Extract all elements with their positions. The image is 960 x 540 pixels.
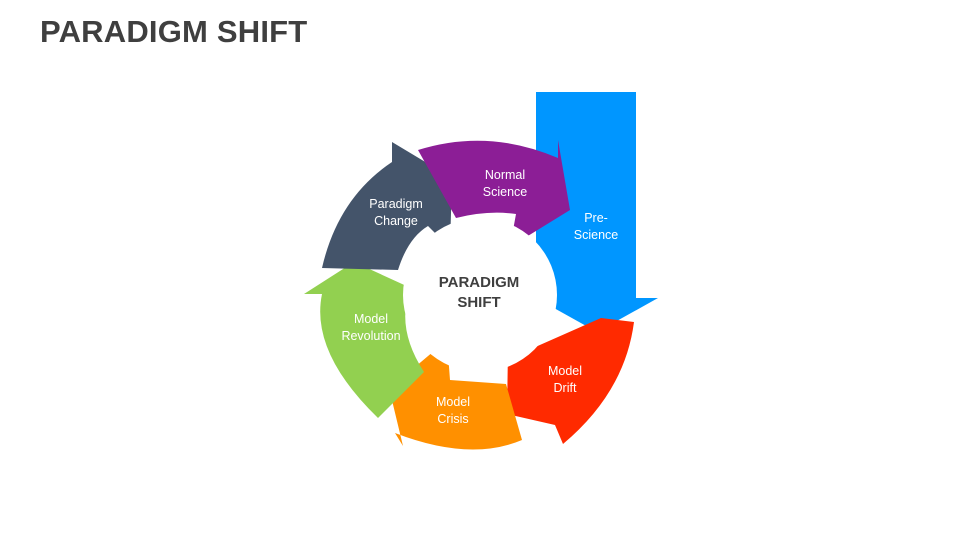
model-crisis-label-line2: Crisis bbox=[437, 412, 468, 426]
paradigm-change-arrow bbox=[322, 142, 452, 270]
model-revolution-label-line1: Model bbox=[354, 312, 388, 326]
model-drift-label-line2: Drift bbox=[554, 381, 577, 395]
model-revolution-arrow bbox=[304, 262, 424, 418]
center-label-line1: PARADIGM bbox=[439, 274, 520, 291]
normal-science-label-line2: Science bbox=[483, 185, 528, 199]
model-drift-arrow bbox=[507, 318, 634, 444]
model-crisis-label-line1: Model bbox=[436, 395, 470, 409]
model-drift-label-line1: Model bbox=[548, 364, 582, 378]
paradigm-change-label-line1: Paradigm bbox=[369, 197, 423, 211]
paradigm-change-label-line2: Change bbox=[374, 214, 418, 228]
pre-science-label-line1: Pre- bbox=[584, 211, 608, 225]
slide-title: PARADIGM SHIFT bbox=[40, 14, 308, 49]
center-circle bbox=[403, 218, 557, 372]
normal-science-label-line1: Normal bbox=[485, 168, 525, 182]
normal-science-arrow bbox=[418, 140, 570, 247]
center-label-line2: SHIFT bbox=[457, 294, 500, 311]
model-crisis-arrow bbox=[390, 340, 522, 450]
model-revolution-label-line2: Revolution bbox=[341, 329, 400, 343]
pre-science-arrow bbox=[536, 92, 658, 332]
pre-science-label-line2: Science bbox=[574, 228, 619, 242]
